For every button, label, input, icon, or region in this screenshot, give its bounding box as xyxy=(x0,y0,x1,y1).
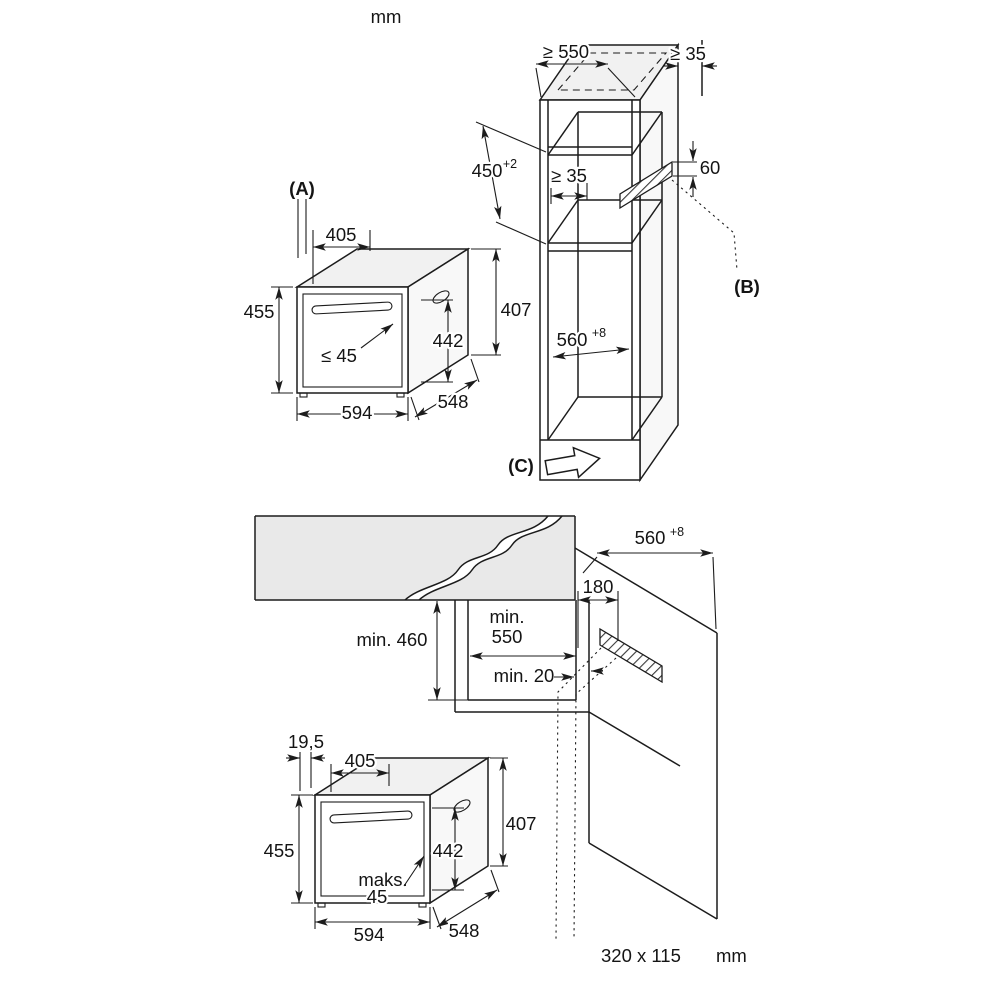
callout-a: (A) xyxy=(287,176,317,258)
worktop-outline xyxy=(254,515,576,601)
svg-text:min. 20: min. 20 xyxy=(494,665,555,686)
unit-label-bottom: mm xyxy=(716,945,747,966)
cutout-projection-lines xyxy=(555,647,617,941)
dim-door-offset-195: 19,5 xyxy=(286,729,326,791)
dim-vent-height-60: 60 xyxy=(673,141,723,197)
vent-cutout-hatched-bottom xyxy=(599,627,663,684)
dim-vent-gap-35: ≥ 35 xyxy=(549,163,589,204)
cabinet-top-dashed-cutout xyxy=(556,52,668,91)
dim-cabinet-depth-min550: ≥ 550 xyxy=(535,39,636,98)
dim-interior-height-min460: min. 460 xyxy=(354,601,468,701)
svg-text:594: 594 xyxy=(354,924,385,945)
dim-oven-width-594: 594 xyxy=(314,907,431,947)
svg-text:(B): (B) xyxy=(734,276,760,297)
callout-c: (C) xyxy=(506,446,601,479)
dim-interior-depth-min550: min. 550 xyxy=(470,604,576,660)
side-grip-detail xyxy=(432,290,450,304)
oven-bottom-drawing xyxy=(312,756,491,908)
svg-text:≤ 45: ≤ 45 xyxy=(321,345,357,366)
svg-text:407: 407 xyxy=(501,299,532,320)
svg-text:min.: min. xyxy=(490,606,525,627)
oven-foot xyxy=(418,902,427,908)
cabinet-front-face xyxy=(539,99,641,481)
svg-text:≥ 550: ≥ 550 xyxy=(543,41,589,62)
svg-text:442: 442 xyxy=(433,330,464,351)
dim-oven-height-455: 455 xyxy=(241,286,293,394)
push-in-arrow xyxy=(544,446,601,479)
oven-door-handle xyxy=(311,301,393,315)
svg-text:594: 594 xyxy=(342,402,373,423)
dim-oven-width-594: 594 xyxy=(296,397,409,425)
dim-oven-rear-height-407: 407 xyxy=(471,248,534,356)
svg-text:min. 460: min. 460 xyxy=(357,629,428,650)
svg-text:560: 560 xyxy=(557,329,588,350)
worktop-left-surface xyxy=(255,516,548,600)
svg-text:+2: +2 xyxy=(503,157,517,171)
oven-door-outline xyxy=(302,293,403,388)
svg-text:45: 45 xyxy=(367,886,388,907)
dim-unit-depth-560: 560 +8 xyxy=(582,523,717,630)
dim-oven-door-height-442: 442 xyxy=(421,299,466,383)
svg-text:≥ 35: ≥ 35 xyxy=(551,165,587,186)
dim-oven-height-455: 455 xyxy=(261,794,313,904)
tall-cabinet-drawing xyxy=(538,40,703,483)
dim-oven-top-405: 405 xyxy=(330,748,390,792)
svg-text:≥ 35: ≥ 35 xyxy=(670,43,706,64)
oven-foot xyxy=(396,392,405,398)
svg-text:550: 550 xyxy=(492,626,523,647)
oven-door-outline xyxy=(320,801,425,897)
svg-text:180: 180 xyxy=(583,576,614,597)
svg-text:60: 60 xyxy=(700,157,721,178)
dim-oven-rear-height-407: 407 xyxy=(490,757,539,867)
oven-front-face xyxy=(296,286,409,394)
cabinet-right-face xyxy=(639,42,679,483)
oven-foot xyxy=(299,392,308,398)
svg-text:405: 405 xyxy=(345,750,376,771)
oven-door-handle xyxy=(329,810,413,824)
dim-oven-depth-548: 548 xyxy=(432,869,500,943)
svg-text:maks.: maks. xyxy=(358,869,407,890)
svg-text:407: 407 xyxy=(506,813,537,834)
svg-text:455: 455 xyxy=(264,840,295,861)
svg-text:+8: +8 xyxy=(592,326,606,340)
svg-text:(A): (A) xyxy=(289,178,315,199)
worktop-drawing xyxy=(254,515,718,941)
svg-text:+8: +8 xyxy=(670,525,684,539)
base-unit-niche-lines xyxy=(454,547,718,920)
callout-b: (B) xyxy=(671,179,762,299)
dim-niche-height-450: 450 +2 xyxy=(469,121,547,245)
dim-cabinet-rear-gap-35: ≥ 35 xyxy=(663,41,717,70)
dim-door-protrusion-45: ≤ 45 xyxy=(319,323,394,368)
dim-rear-gap-min20: min. 20 xyxy=(491,663,604,688)
svg-text:455: 455 xyxy=(244,301,275,322)
oven-foot xyxy=(317,902,326,908)
svg-text:442: 442 xyxy=(433,840,464,861)
vent-cutout-hatched xyxy=(619,160,673,210)
svg-text:450: 450 xyxy=(472,160,503,181)
svg-text:560: 560 xyxy=(635,527,666,548)
dim-handle-protrusion-45: maks. 45 xyxy=(356,855,425,909)
dim-cutout-size: 320 x 115 xyxy=(601,945,681,966)
dim-niche-depth-560: 560 +8 xyxy=(552,324,630,360)
unit-label-top: mm xyxy=(371,6,402,27)
svg-text:(C): (C) xyxy=(508,455,534,476)
dim-vent-depth-180: 180 xyxy=(577,574,619,648)
worktop-right-surface xyxy=(419,516,575,600)
dim-oven-top-405: 405 xyxy=(312,222,371,284)
dim-oven-depth-548: 548 xyxy=(410,358,480,421)
dim-oven-door-height-442: 442 xyxy=(430,807,466,891)
svg-text:548: 548 xyxy=(438,391,469,412)
svg-text:19,5: 19,5 xyxy=(288,731,324,752)
svg-text:405: 405 xyxy=(326,224,357,245)
oven-top-drawing xyxy=(294,247,471,398)
svg-text:548: 548 xyxy=(449,920,480,941)
